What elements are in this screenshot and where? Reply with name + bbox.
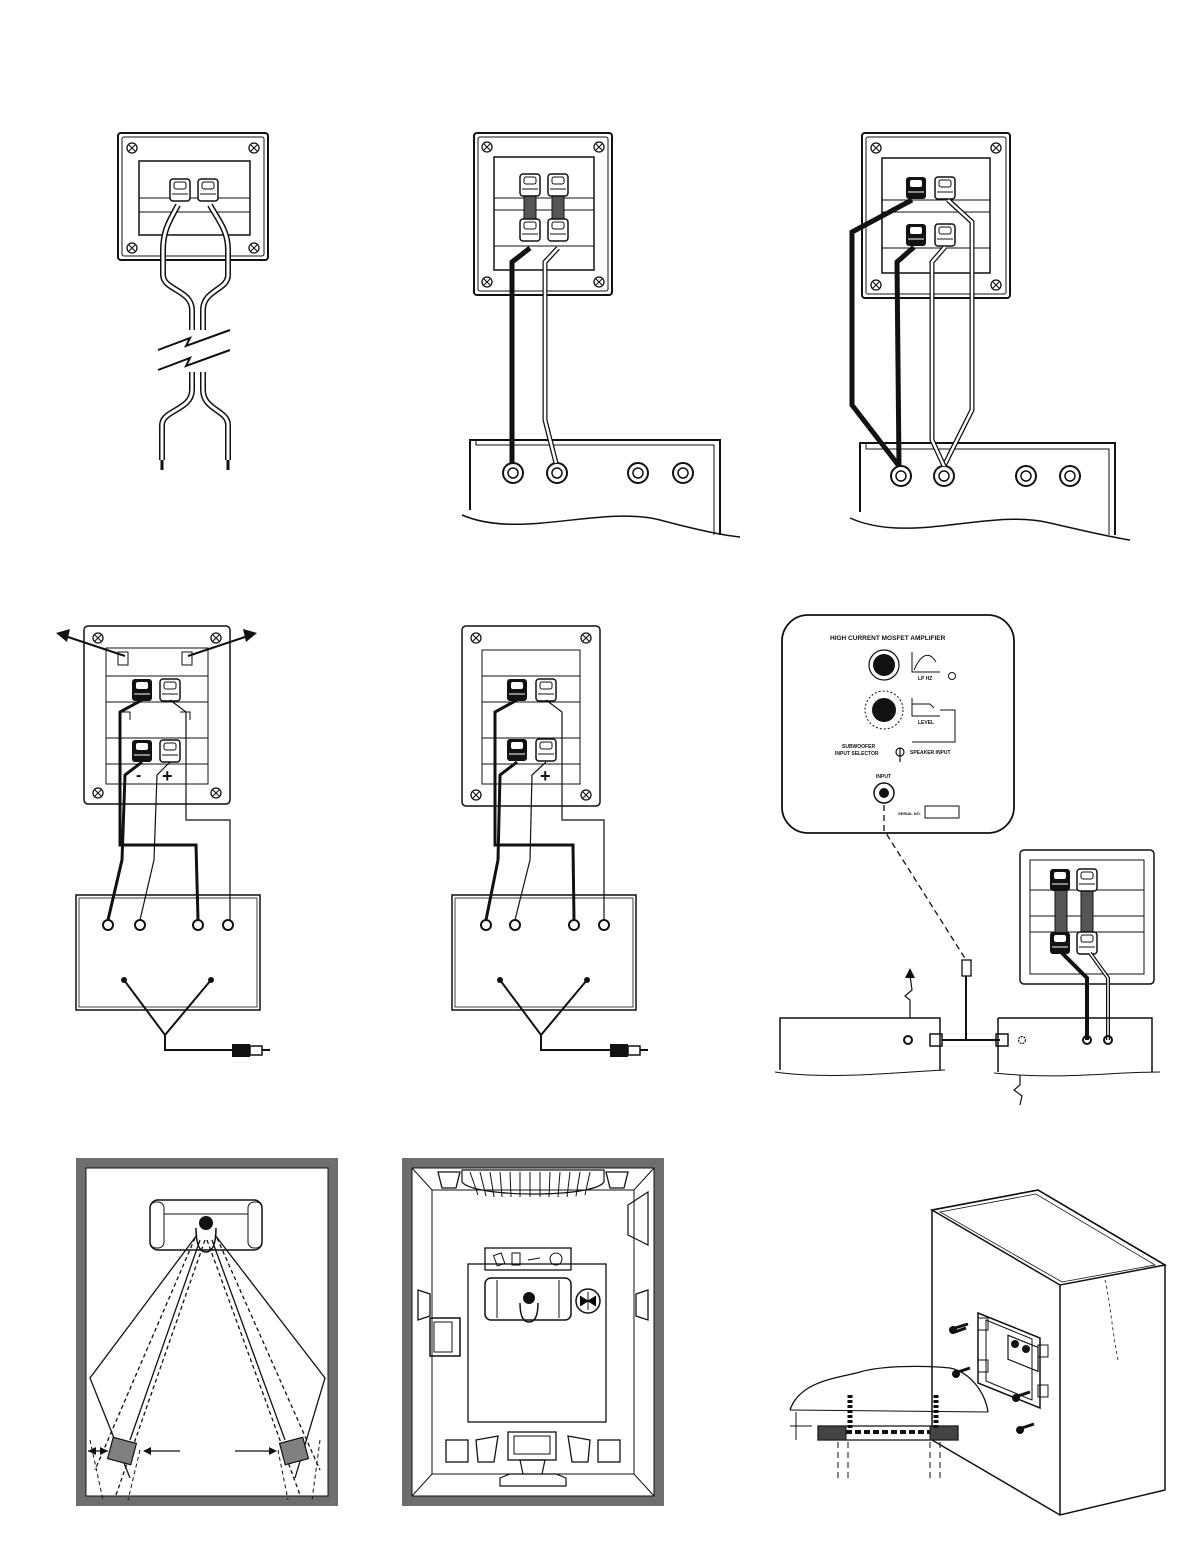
binding-post-icon <box>548 174 568 196</box>
input-label: INPUT <box>876 774 891 780</box>
binding-post-icon <box>198 179 218 201</box>
selector-label-1: SUBWOOFER <box>842 744 875 750</box>
screw-icon <box>594 142 604 152</box>
binding-post-icon <box>170 179 190 201</box>
binding-post-icon <box>906 177 926 199</box>
screw-icon <box>991 280 1001 290</box>
binding-post-icon <box>935 177 955 199</box>
screw-icon <box>93 633 103 643</box>
room-layout-stereo <box>76 1158 338 1506</box>
amp-output-terminal <box>503 463 523 483</box>
rca-plug-icon <box>610 1044 648 1057</box>
screw-icon <box>949 1324 968 1334</box>
amplifier-box-1 <box>462 440 740 537</box>
cabinet-mounting <box>790 1190 1165 1515</box>
amp-output-terminal <box>891 466 911 486</box>
screw-icon <box>482 142 492 152</box>
binding-post-icon <box>507 739 527 761</box>
screw-icon <box>211 788 221 798</box>
amp-output-terminal <box>934 466 954 486</box>
level-label: LEVEL <box>918 720 934 726</box>
serial-label: SERIAL NO. <box>898 811 921 816</box>
terminal-panel-single-pair <box>118 133 268 260</box>
screw-icon <box>211 633 221 643</box>
amp-output-terminal <box>1060 466 1080 486</box>
terminal-plate <box>978 1313 1048 1408</box>
screw-icon <box>991 143 1001 153</box>
screw-icon <box>581 633 591 643</box>
input-jack-icon <box>874 783 894 803</box>
binding-post-icon <box>906 224 926 246</box>
room-layout-theater <box>402 1158 664 1506</box>
screw-icon <box>127 243 137 253</box>
minus-label: - <box>136 767 141 784</box>
binding-post-icon <box>520 219 540 241</box>
rca-plug-icon <box>232 1044 270 1057</box>
speaker-cable-pair <box>158 205 230 470</box>
binding-post-icon <box>132 679 152 701</box>
binding-post-icon <box>132 740 152 762</box>
binding-post-icon <box>536 739 556 761</box>
screw-icon <box>594 277 604 287</box>
binding-post-icon <box>536 679 556 701</box>
amp-output-terminal <box>547 463 567 483</box>
amp-output-terminal <box>1016 466 1036 486</box>
screw-icon <box>482 277 492 287</box>
screw-icon <box>871 280 881 290</box>
wires-fig4 <box>108 700 230 920</box>
screw-icon <box>93 788 103 798</box>
binding-post-icon <box>548 219 568 241</box>
screw-icon <box>249 243 259 253</box>
binding-post-icon <box>1077 869 1097 891</box>
binding-post-icon <box>160 679 180 701</box>
knob-icon <box>869 650 899 680</box>
selector-label-2: INPUT SELECTOR <box>835 751 879 757</box>
screw-icon <box>471 790 481 800</box>
knob-icon <box>865 691 903 729</box>
lp-label: LP HZ <box>918 676 932 682</box>
amp-output-terminal <box>628 463 648 483</box>
terminal-panel-jumpers-in: + <box>462 626 600 806</box>
screw-icon <box>581 790 591 800</box>
subwoofer-connection <box>775 805 1160 1105</box>
binding-post-icon <box>1050 932 1070 954</box>
amp-output-terminal <box>673 463 693 483</box>
speaker-input-label: SPEAKER INPUT <box>910 750 951 756</box>
binding-post-icon <box>935 224 955 246</box>
screw-icon <box>871 143 881 153</box>
amp-title: HIGH CURRENT MOSFET AMPLIFIER <box>830 635 946 642</box>
crossover-box-1 <box>76 895 270 1057</box>
binding-post-icon <box>160 740 180 762</box>
toggle-switch-icon <box>896 748 904 762</box>
arrow-icon <box>243 629 257 642</box>
arrow-icon <box>56 629 70 642</box>
speaker-wire-single <box>512 248 558 463</box>
amplifier-control-panel: HIGH CURRENT MOSFET AMPLIFIER LP HZ LEVE… <box>782 615 1014 833</box>
wires-fig5 <box>486 700 604 920</box>
binding-post-icon <box>1050 869 1070 891</box>
binding-post-icon <box>520 174 540 196</box>
screw-icon <box>471 633 481 643</box>
screw-icon <box>249 143 259 153</box>
binding-post-icon <box>1077 932 1097 954</box>
mounting-cross-section <box>790 1366 988 1480</box>
binding-post-icon <box>507 679 527 701</box>
plus-label: + <box>540 766 551 786</box>
crossover-box-2 <box>452 895 648 1057</box>
screw-icon <box>1016 1424 1034 1434</box>
screw-icon <box>127 143 137 153</box>
